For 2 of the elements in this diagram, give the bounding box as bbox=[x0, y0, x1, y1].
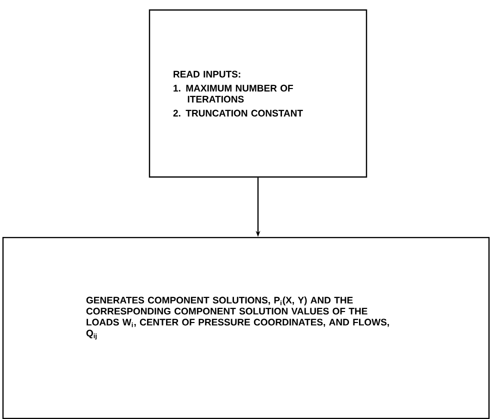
process-box: GENERATES COMPONENT SOLUTIONS, P$_{i}$(X, Y) AND THE CORRESPONDING COMPONENT SOLUTION VALUES OF THE LOADS W$_{i}$, CENTER OF PRESSURE COORDINATES, AND FLOWS, Q$_{ij}$ bbox=[2, 236, 490, 419]
process-box: READ INPUTS: 1. MAXIMUM NUMBER OF ITERATIONS 2. TRUNCATION CONSTANT bbox=[148, 9, 368, 178]
